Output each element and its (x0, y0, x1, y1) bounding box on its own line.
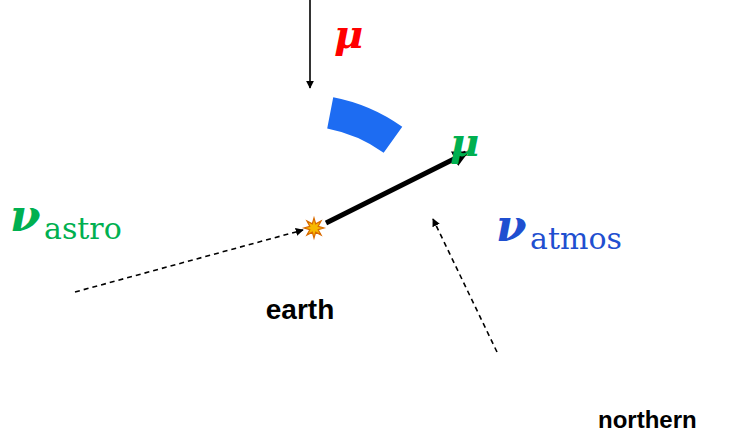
neutrino-symbol: ν (10, 194, 41, 238)
subscript-label: atmos (530, 224, 622, 254)
atmos-neutrino-path (433, 219, 497, 352)
earth-circle: earth (124, 94, 476, 446)
interaction-star (304, 218, 324, 238)
detector-region (327, 97, 402, 153)
muon-symbol: μ (450, 122, 479, 162)
subscript-label: astro (44, 214, 122, 244)
cosmic-muon-arrow (309, 0, 311, 88)
region-label: northern (598, 408, 697, 432)
muon-track-arrow (326, 153, 466, 223)
earth-disc (124, 94, 476, 446)
node-label: earth (124, 294, 476, 326)
earth-outline (124, 94, 476, 446)
muon-symbol: μ (334, 14, 363, 54)
neutrino-symbol: ν (496, 204, 527, 248)
